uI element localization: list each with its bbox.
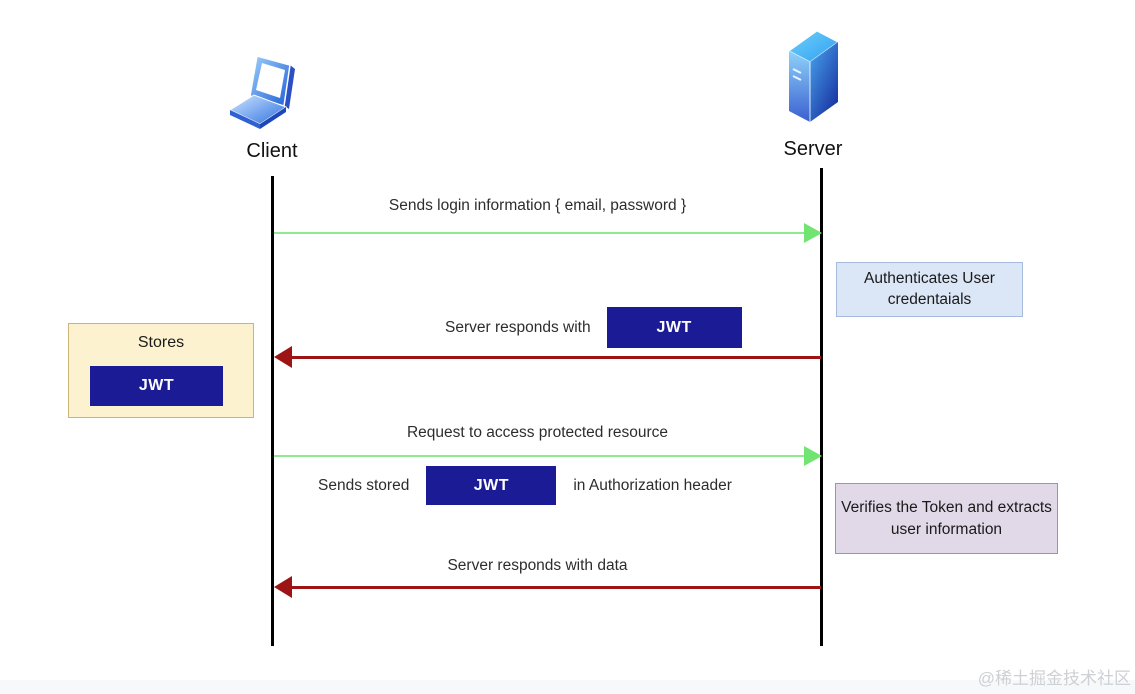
note-stores-title: Stores — [137, 334, 185, 351]
message-login-label: Sends login information { email, passwor… — [388, 197, 687, 214]
note-stores: Stores JWT — [68, 323, 254, 418]
client-lifeline — [271, 176, 274, 646]
message-login-arrow — [274, 232, 805, 234]
message-protected-request-label: Request to access protected resource — [406, 424, 669, 441]
jwt-token-box: JWT — [90, 366, 223, 406]
arrowhead-right-icon — [804, 446, 822, 466]
message-jwt-response: Server responds with JWT — [445, 307, 742, 348]
subtext-suffix: in Authorization header — [573, 476, 732, 494]
message-data-response-label: Server responds with data — [447, 557, 628, 574]
server-actor-label: Server — [783, 138, 843, 160]
message-protected-request-subtext: Sends stored JWT in Authorization header — [318, 466, 732, 505]
jwt-token-box: JWT — [606, 307, 742, 348]
watermark: @稀土掘金技术社区 — [977, 669, 1131, 688]
subtext-prefix: Sends stored — [318, 476, 410, 494]
server-lifeline — [820, 168, 823, 646]
client-actor-label: Client — [246, 140, 298, 162]
jwt-token-box: JWT — [426, 466, 557, 505]
arrowhead-left-icon — [274, 346, 292, 368]
message-data-response-arrow — [291, 586, 821, 589]
laptop-icon — [228, 55, 295, 129]
arrowhead-left-icon — [274, 576, 292, 598]
arrowhead-right-icon — [804, 223, 822, 243]
bottom-band — [0, 680, 1135, 694]
message-jwt-response-prefix: Server responds with — [445, 318, 591, 336]
note-authenticates: Authenticates User credentaials — [836, 262, 1023, 317]
message-protected-request-arrow — [274, 455, 805, 457]
message-jwt-response-arrow — [291, 356, 821, 359]
note-verifies: Verifies the Token and extracts user inf… — [835, 483, 1058, 554]
server-icon — [788, 30, 839, 122]
